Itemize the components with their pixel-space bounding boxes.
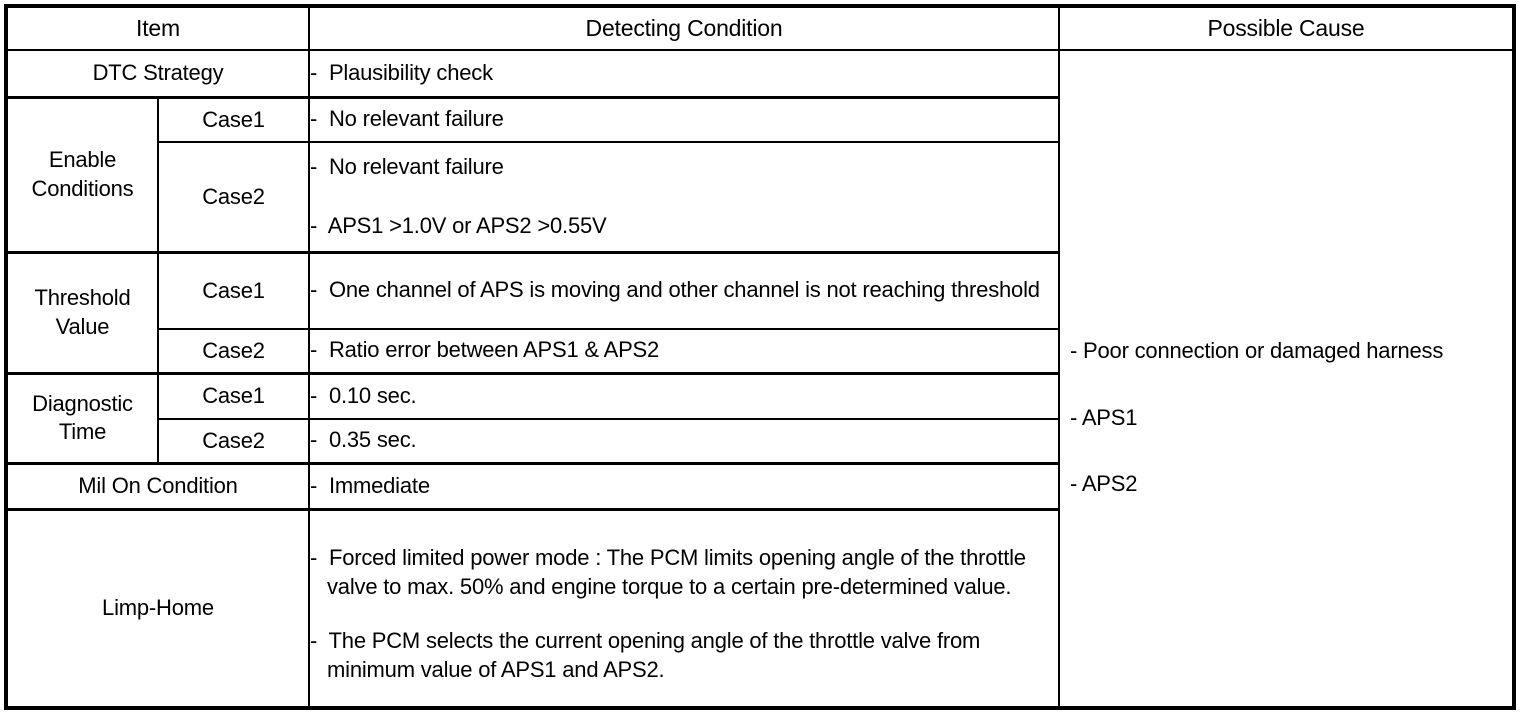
spacer: [310, 182, 1058, 212]
table-header-row: Item Detecting Condition Possible Cause: [5, 5, 1515, 51]
table-row-threshold-value-case2: Case2 - Ratio error between APS1 & APS2: [6, 328, 1514, 374]
condition-limp-home: - Forced limited power mode : The PCM li…: [308, 507, 1060, 709]
possible-cause-item-0: - Poor connection or damaged harness: [1070, 338, 1444, 363]
item-label-line-1: Threshold: [34, 285, 131, 311]
table-row-dtc-strategy: DTC Strategy - Plausibility check - Poor…: [5, 49, 1515, 709]
header-detecting-condition: Detecting Condition: [308, 5, 1060, 51]
spacer: [310, 601, 1058, 627]
dtc-diagnostic-table: Item Detecting Condition Possible Cause …: [4, 4, 1516, 710]
condition-enable-case2: - No relevant failure - APS1 >1.0V or AP…: [308, 141, 1060, 253]
table-row-limp-home: Limp-Home - Forced limited power mode : …: [5, 507, 1514, 709]
item-label-threshold-value: Threshold Value: [5, 250, 159, 374]
table-row-enable-conditions-case2: Case2 - No relevant failure - APS1 >1.0V…: [6, 141, 1514, 253]
condition-line: - No relevant failure: [310, 106, 504, 132]
item-label-limp-home: Limp-Home: [5, 507, 310, 709]
condition-threshold-case2: - Ratio error between APS1 & APS2: [308, 328, 1060, 374]
condition-dtc-strategy: - Plausibility check: [308, 49, 1060, 98]
table-row-threshold-value-case1: Threshold Value Case1 - One channel of A…: [5, 250, 1514, 374]
possible-cause-item-1: - APS1: [1070, 405, 1138, 430]
item-label-enable-conditions: Enable Conditions: [5, 95, 159, 253]
condition-line-1: - No relevant failure: [310, 154, 504, 180]
header-possible-cause: Possible Cause: [1058, 5, 1515, 51]
condition-diagnostic-case2: - 0.35 sec.: [308, 418, 1060, 464]
condition-line: - Ratio error between APS1 & APS2: [310, 337, 660, 363]
item-label-line-1: Diagnostic: [32, 390, 133, 416]
possible-cause-list: - Poor connection or damaged harness - A…: [1060, 51, 1512, 706]
table-row-enable-conditions-case1: Enable Conditions Case1 - No relevant fa…: [5, 95, 1514, 253]
condition-line-1: - Forced limited power mode : The PCM li…: [310, 545, 1032, 599]
condition-line: - Plausibility check: [310, 59, 493, 85]
condition-enable-case1: - No relevant failure: [308, 95, 1060, 143]
item-label-diagnostic-time: Diagnostic Time: [5, 371, 159, 464]
condition-threshold-case1: - One channel of APS is moving and other…: [308, 250, 1060, 330]
condition-line: - 0.35 sec.: [310, 427, 417, 453]
condition-line: - One channel of APS is moving and other…: [310, 277, 1040, 303]
case-label-diagnostic-case2: Case2: [157, 418, 310, 464]
case-label-threshold-case1: Case1: [157, 250, 310, 330]
item-label-dtc-strategy: DTC Strategy: [5, 49, 310, 98]
table-row-diagnostic-time-case1: Diagnostic Time Case1 - 0.10 sec.: [5, 371, 1514, 464]
item-label-line-2: Conditions: [31, 175, 134, 201]
item-label-line-2: Time: [58, 419, 107, 444]
condition-diagnostic-case1: - 0.10 sec.: [308, 371, 1060, 420]
possible-cause-cell: - Poor connection or damaged harness - A…: [1058, 49, 1515, 709]
item-label-line-2: Value: [55, 313, 110, 339]
item-label-line-1: Enable: [48, 147, 117, 173]
condition-line: - Immediate: [310, 472, 430, 498]
condition-mil-on-condition: - Immediate: [308, 461, 1060, 510]
table-row-diagnostic-time-case2: Case2 - 0.35 sec.: [6, 418, 1514, 464]
header-item: Item: [5, 5, 310, 51]
case-label-threshold-case2: Case2: [157, 328, 310, 374]
condition-line-2: - The PCM selects the current opening an…: [310, 628, 987, 682]
condition-line: - 0.10 sec.: [310, 382, 417, 408]
possible-cause-item-2: - APS2: [1070, 471, 1138, 496]
case-label-diagnostic-case1: Case1: [157, 371, 310, 420]
item-label-mil-on-condition: Mil On Condition: [5, 461, 310, 510]
case-label-enable-case2: Case2: [157, 141, 310, 253]
condition-line-2: - APS1 >1.0V or APS2 >0.55V: [310, 212, 607, 238]
case-label-enable-case1: Case1: [157, 95, 310, 143]
table-row-mil-on-condition: Mil On Condition - Immediate: [5, 461, 1514, 510]
